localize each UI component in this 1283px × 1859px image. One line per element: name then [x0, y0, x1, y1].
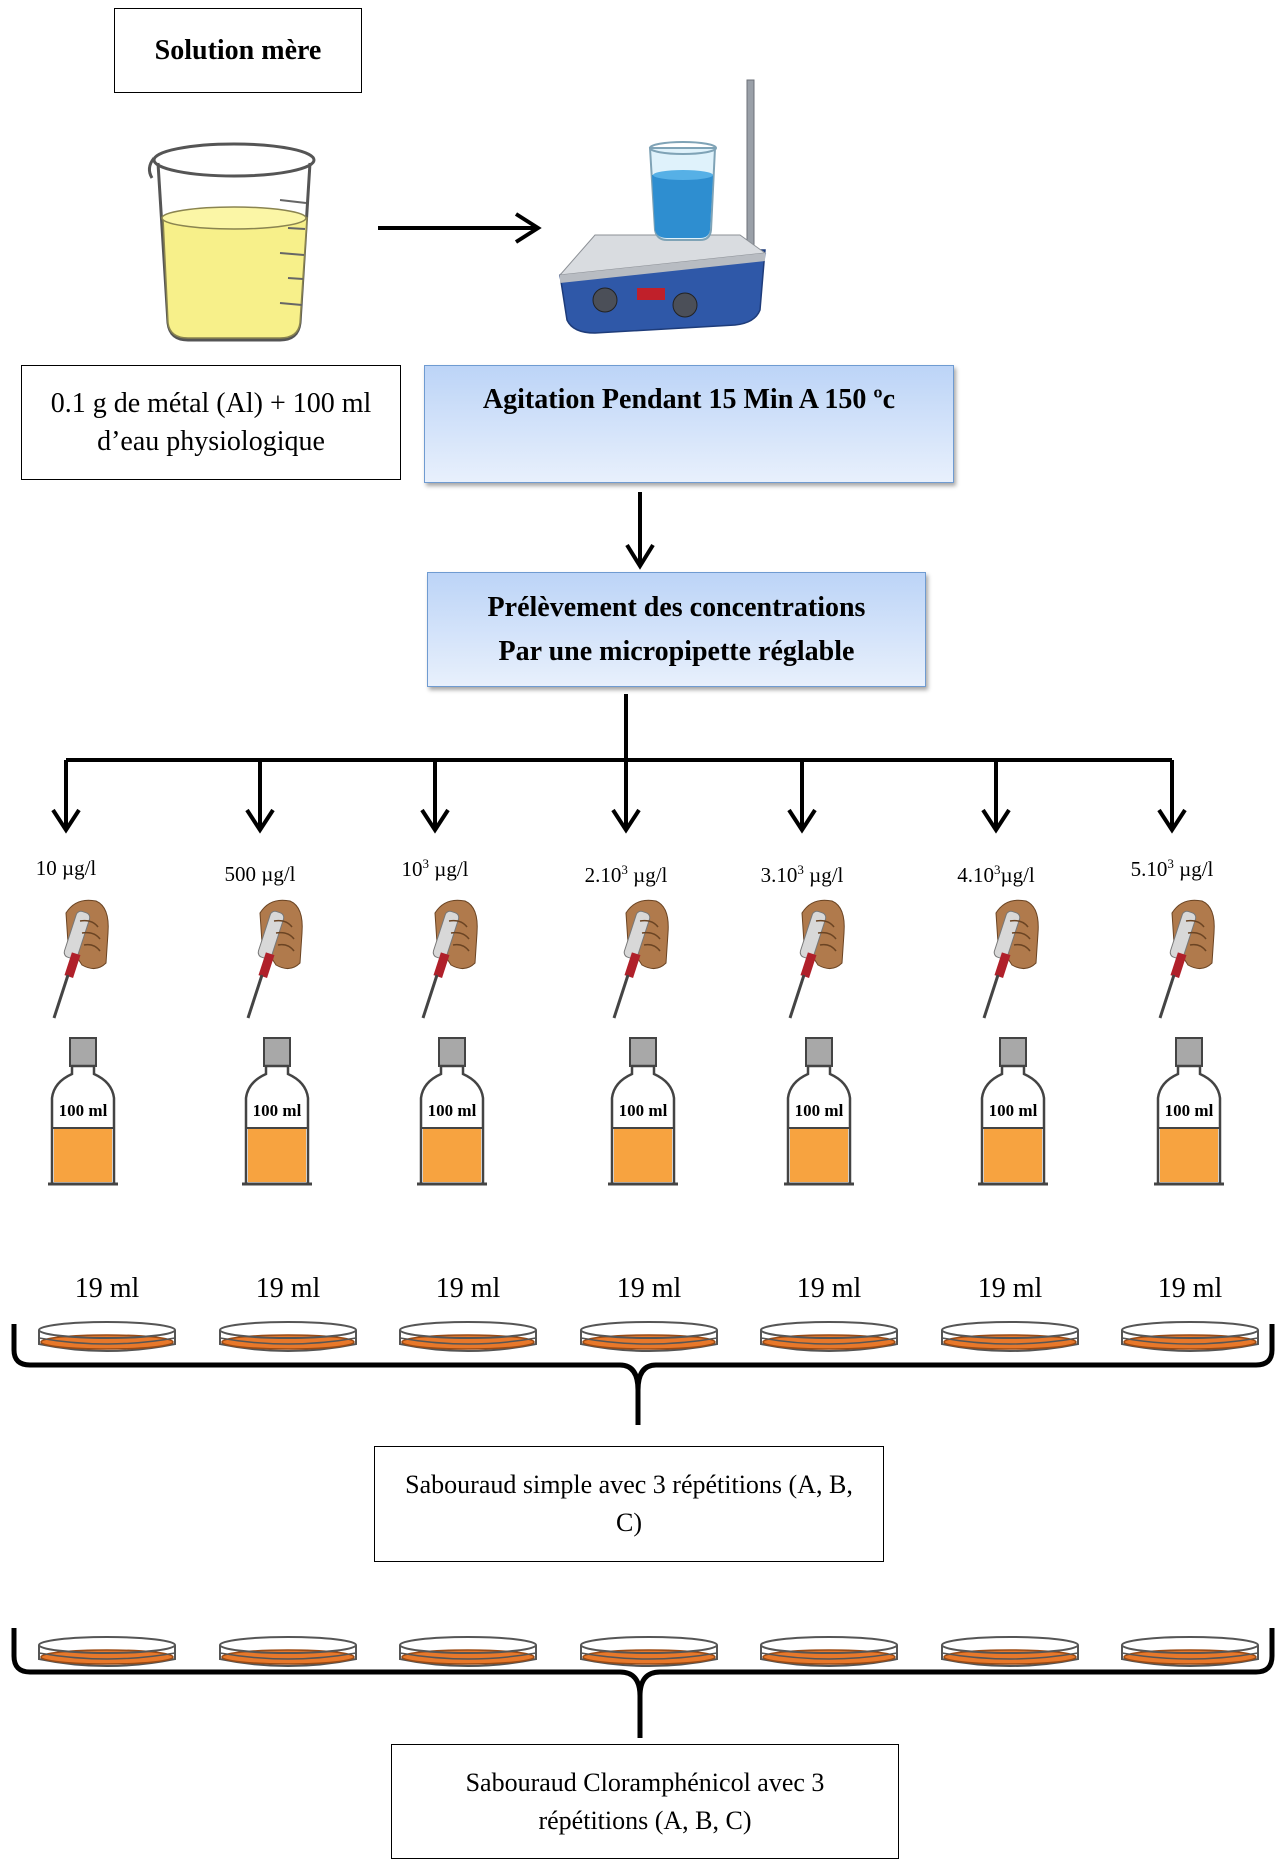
- petri-dish-icon: [941, 1321, 1079, 1352]
- petri-dish-icon: [399, 1321, 537, 1352]
- petri-dish-icon: [38, 1321, 176, 1352]
- arrow-down-icon: [245, 760, 275, 834]
- group2-brace: [11, 1628, 1275, 1738]
- concentration-label: 5.103 µg/l: [1130, 856, 1214, 881]
- dish-volume-label: 19 ml: [616, 1273, 682, 1304]
- arrow-down-icon: [787, 760, 817, 834]
- micropipette-icon: [52, 899, 109, 1019]
- arrow-down-icon: [420, 760, 450, 834]
- stock-solution-title: Solution mère: [154, 34, 322, 66]
- bottle-label: 100 ml: [989, 1101, 1038, 1120]
- bottle-label: 100 ml: [1165, 1101, 1214, 1120]
- arrow-down-icon: [981, 760, 1011, 834]
- micropipette-icon: [612, 899, 669, 1019]
- beaker-icon: [147, 142, 316, 342]
- petri-dish-icon: [219, 1636, 357, 1667]
- micropipette-icon: [246, 899, 303, 1019]
- dish-volume-label: 19 ml: [255, 1273, 321, 1304]
- stock-solution-description: 0.1 g de métal (Al) + 100 ml d’eau physi…: [21, 365, 401, 480]
- concentration-label: 2.103 µg/l: [584, 862, 668, 887]
- petri-dish-icon: [399, 1636, 537, 1667]
- bottle-icon: 100 ml: [417, 1037, 487, 1186]
- petri-dish-icon: [1121, 1636, 1259, 1667]
- bottle-label: 100 ml: [428, 1101, 477, 1120]
- group2-label-box: Sabouraud Cloramphénicol avec 3 répétiti…: [391, 1744, 899, 1859]
- arrow-down-icon: [1157, 760, 1187, 834]
- bottle-label: 100 ml: [253, 1101, 302, 1120]
- bottle-icon: 100 ml: [978, 1037, 1048, 1186]
- arrow-down-icon: [611, 760, 641, 834]
- dish-volume-label: 19 ml: [977, 1273, 1043, 1304]
- bottle-label: 100 ml: [59, 1101, 108, 1120]
- agitation-step-box: Agitation Pendant 15 Min A 150 ºc: [424, 365, 954, 483]
- micropipette-icon: [421, 899, 478, 1019]
- distribution-tree: [51, 694, 1187, 834]
- bottle-icon: 100 ml: [784, 1037, 854, 1186]
- bottle-icon: 100 ml: [608, 1037, 678, 1186]
- concentration-label: 103 µg/l: [401, 856, 469, 881]
- arrow-down-icon: [625, 492, 655, 570]
- petri-dish-icon: [219, 1321, 357, 1352]
- micropipette-icon: [982, 899, 1039, 1019]
- sampling-step-box: Prélèvement des concentrations Par une m…: [427, 572, 926, 687]
- bottle-label: 100 ml: [795, 1101, 844, 1120]
- petri-dish-icon: [941, 1636, 1079, 1667]
- magnetic-stirrer-icon: [558, 79, 767, 334]
- bottle-label: 100 ml: [619, 1101, 668, 1120]
- micropipette-icon: [788, 899, 845, 1019]
- sampling-step-line-2: Par une micropipette réglable: [498, 635, 855, 667]
- agitation-step-label: Agitation Pendant 15 Min A 150 ºc: [482, 384, 896, 415]
- arrow-right-icon: [378, 212, 542, 244]
- group2-label: Sabouraud Cloramphénicol avec 3 répétiti…: [465, 1767, 825, 1835]
- group1-label: Sabouraud simple avec 3 répétitions (A, …: [405, 1470, 853, 1537]
- petri-dish-icon: [580, 1321, 718, 1352]
- concentration-label: 3.103 µg/l: [760, 862, 844, 887]
- petri-dish-icon: [580, 1636, 718, 1667]
- concentration-label: 10 µg/l: [35, 856, 97, 880]
- micropipette-icon: [1158, 899, 1215, 1019]
- concentration-label: 500 µg/l: [224, 862, 296, 886]
- group1-label-box: Sabouraud simple avec 3 répétitions (A, …: [374, 1446, 884, 1562]
- dish-volume-label: 19 ml: [435, 1273, 501, 1304]
- dish-volume-label: 19 ml: [74, 1273, 140, 1304]
- group1-brace: [11, 1324, 1275, 1425]
- bottle-icon: 100 ml: [1154, 1037, 1224, 1186]
- petri-dish-icon: [760, 1636, 898, 1667]
- dish-volume-label: 19 ml: [796, 1273, 862, 1304]
- petri-dish-icon: [1121, 1321, 1259, 1352]
- petri-dish-icon: [38, 1636, 176, 1667]
- sampling-step-line-1: Prélèvement des concentrations: [487, 591, 866, 623]
- arrow-down-icon: [51, 760, 81, 834]
- dish-volume-label: 19 ml: [1157, 1273, 1223, 1304]
- bottle-icon: 100 ml: [242, 1037, 312, 1186]
- stock-solution-title-box: Solution mère: [114, 8, 362, 93]
- bottle-icon: 100 ml: [48, 1037, 118, 1186]
- petri-dish-icon: [760, 1321, 898, 1352]
- concentration-label: 4.103µg/l: [957, 862, 1035, 887]
